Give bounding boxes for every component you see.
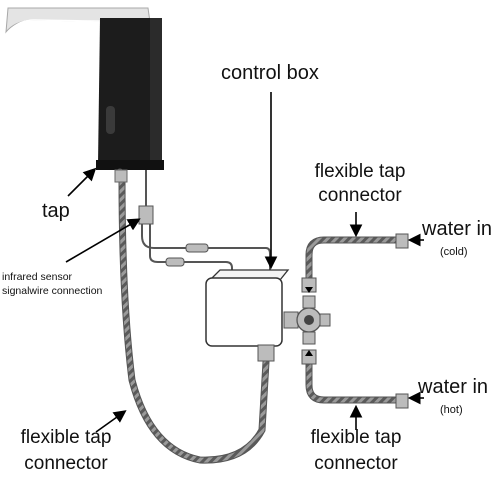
left-connector-label-line1: flexible tap — [20, 427, 112, 448]
cold-water-hose — [301, 233, 409, 293]
bottom-connector-label-line1: flexible tap — [310, 427, 402, 448]
callout-arrows — [65, 92, 424, 433]
tap-arrow — [67, 167, 97, 197]
bottom-connector-label-line2: connector — [314, 453, 398, 474]
infrared-sensor-label-line1: infrared sensor — [2, 271, 73, 283]
mixing-valve — [283, 295, 331, 345]
top-connector-label-line2: connector — [318, 185, 402, 206]
left-connector-arrow — [95, 410, 127, 433]
left-connector-label-line2: connector — [24, 453, 108, 474]
control-box-label: control box — [221, 62, 319, 84]
infrared-sensor-arrow — [65, 218, 141, 263]
cold-label: (cold) — [440, 246, 468, 258]
faucet-body — [96, 18, 164, 170]
water-in-cold-label: water in — [422, 218, 493, 240]
top-connector-label-line1: flexible tap — [314, 161, 406, 182]
hot-water-hose — [301, 349, 409, 409]
sensor-wire — [138, 170, 271, 272]
tap-label: tap — [42, 200, 70, 222]
infrared-sensor-window — [106, 106, 115, 134]
infrared-sensor-label-line2: signalwire connection — [2, 285, 103, 297]
tap-hose-left — [114, 168, 270, 464]
valve-flow-arrows — [305, 287, 313, 356]
control-box — [205, 269, 290, 362]
hot-label: (hot) — [440, 404, 463, 416]
water-in-hot-label: water in — [418, 376, 489, 398]
